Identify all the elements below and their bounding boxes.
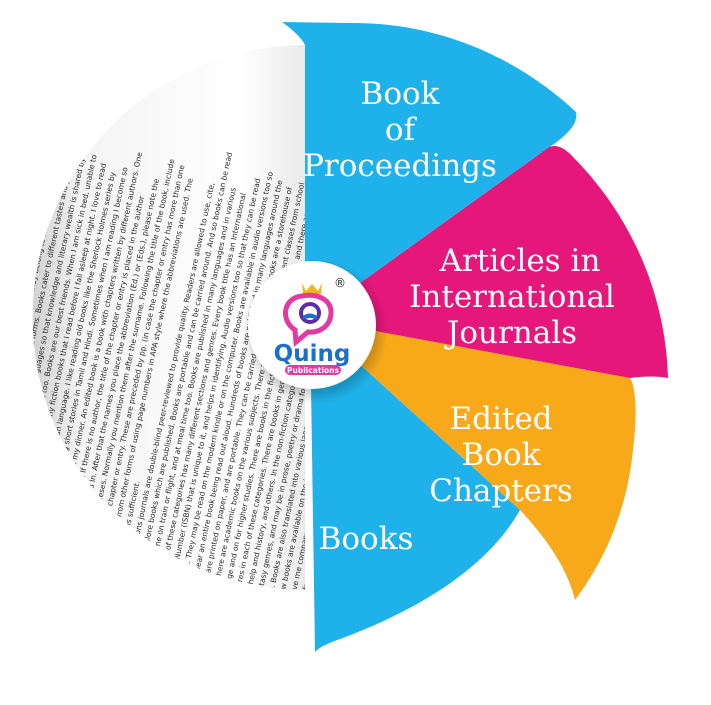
logo-name: Quing (274, 341, 351, 367)
logo-sub: Publications (287, 366, 340, 375)
label-edited-book-chapters: Edited Book Chapters (429, 401, 573, 509)
segment-books[interactable] (310, 319, 520, 652)
logo-sub-banner (285, 365, 341, 375)
quing-emblem-icon (283, 292, 334, 347)
book-page-text-line: that you can hear an entire book being r… (0, 122, 15, 564)
book-page-text-line: on the internet. They may be read on the… (0, 113, 6, 561)
label-book-of-proceedings: Book of Proceedings (303, 76, 497, 184)
registered-mark: ® (334, 276, 346, 290)
label-articles-line-3: Journals (444, 315, 577, 351)
label-chapters-line-1: Edited (449, 401, 552, 437)
label-chapters-line-2: Book (462, 437, 541, 473)
quing-logo: Quing Publications ® (242, 258, 388, 404)
book-page-text-line: world. Books are printed on paper, and a… (0, 129, 25, 566)
label-chapters-line-3: Chapters (429, 473, 573, 509)
label-proceedings-line-3: Proceedings (303, 148, 497, 184)
crown-icon (302, 283, 322, 294)
label-books: Books (319, 521, 414, 557)
segment-edited-book-chapters[interactable] (310, 319, 636, 600)
segment-articles-in-international-journals[interactable] (310, 146, 668, 378)
logo-disc (248, 261, 376, 389)
label-books-line-1: Books (319, 521, 414, 557)
segment-book-of-proceedings[interactable] (282, 22, 577, 319)
label-proceedings-line-1: Book (361, 76, 440, 112)
label-proceedings-line-2: of (385, 112, 418, 148)
label-articles-line-1: Articles in (439, 243, 601, 279)
label-articles-in-international-journals: Articles in International Journals (409, 243, 615, 351)
label-articles-line-2: International (409, 279, 615, 315)
book-page-text-line: knowledge. There are academic books on t… (0, 124, 37, 568)
